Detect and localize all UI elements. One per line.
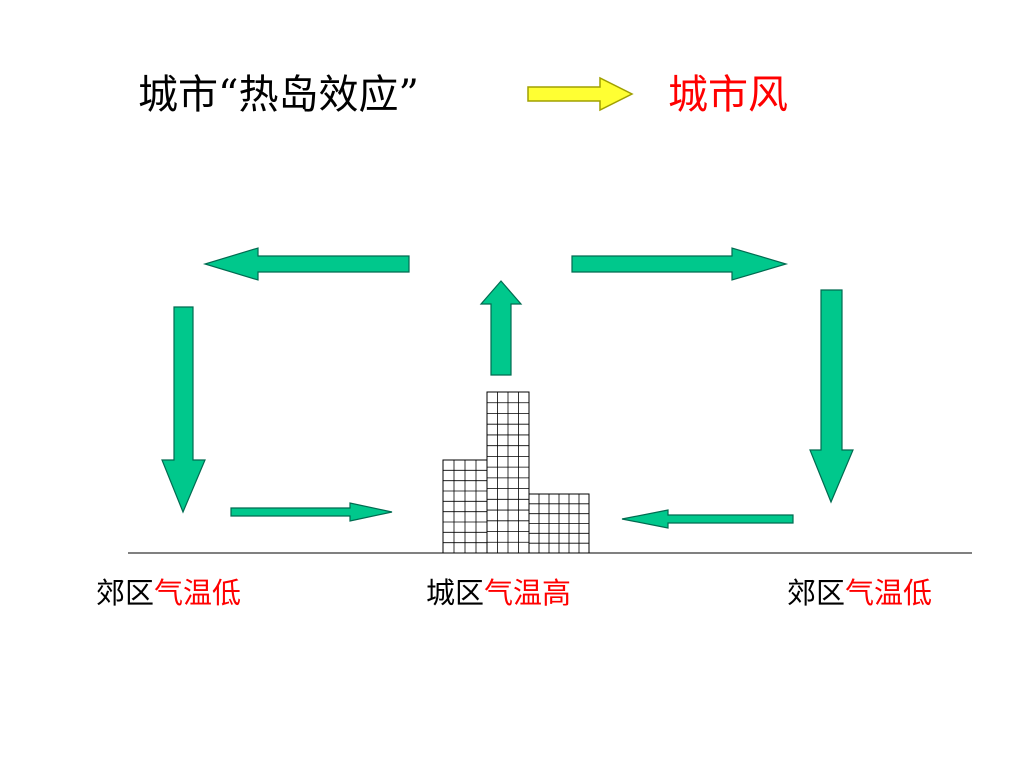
label-city-center-area: 城区 [426,576,485,610]
arrow-bottom-left [230,502,393,522]
title-result: 城市风 [668,72,788,118]
label-suburb-right-area: 郊区 [787,576,846,610]
arrow-left-down [161,306,206,514]
building-tall [486,391,530,554]
label-suburb-left-area: 郊区 [96,576,155,610]
label-suburb-right-temp: 气温低 [845,576,933,610]
label-suburb-left: 郊区气温低 [96,570,241,612]
label-city-center-temp: 气温高 [484,576,572,610]
label-city-center: 城区气温高 [426,570,571,612]
city-buildings [442,391,590,554]
label-suburb-left-temp: 气温低 [154,576,242,610]
title-main: 城市“热岛效应” [138,72,419,118]
label-suburb-right: 郊区气温低 [787,570,932,612]
building-left [442,459,488,554]
title-arrow-icon [527,76,634,112]
arrow-bottom-right [621,509,794,529]
arrow-right-down [809,289,854,504]
arrow-center-up [479,280,523,376]
building-right [528,493,590,554]
arrow-top-right [571,247,789,281]
arrow-top-left [202,247,410,281]
